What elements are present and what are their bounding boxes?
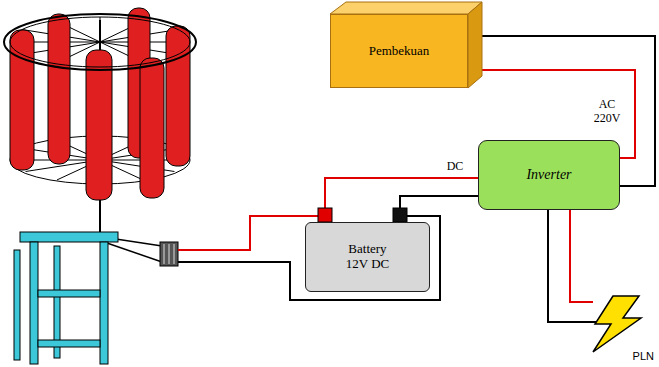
power-wire xyxy=(570,210,593,302)
spoke xyxy=(100,17,101,42)
power-wire xyxy=(325,178,478,208)
wire-label: AC 220V xyxy=(585,98,629,126)
turbine-stand xyxy=(14,232,118,364)
node-label: Pembekuan xyxy=(369,43,430,59)
node-label: Battery 12V DC xyxy=(337,242,399,272)
inverter-box: Inverter xyxy=(478,140,620,210)
freezer-top xyxy=(330,2,482,14)
wire-label: DC xyxy=(438,160,472,174)
positive-terminal xyxy=(318,208,332,222)
battery-box: Battery 12V DC xyxy=(305,222,430,292)
wind-turbine xyxy=(4,8,196,266)
grid-symbol: PLN xyxy=(585,294,655,362)
node-label: PLN xyxy=(632,350,655,362)
freezer-side xyxy=(468,2,482,88)
negative-terminal xyxy=(393,208,407,222)
node-label: Inverter xyxy=(526,167,571,183)
freezer-box: Pembekuan xyxy=(330,14,468,88)
